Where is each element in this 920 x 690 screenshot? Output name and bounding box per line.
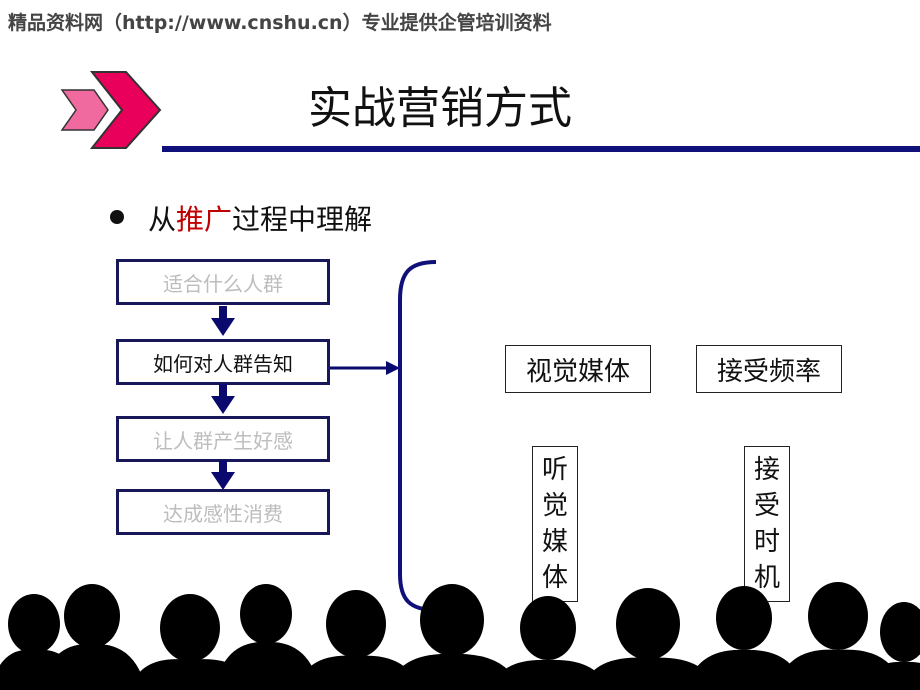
- audio-media-char: 媒: [541, 527, 568, 557]
- timing-char: 机: [753, 563, 780, 593]
- frequency-box: 接受频率: [696, 345, 842, 393]
- timing-char: 受: [753, 491, 780, 521]
- flow-step-label: 达成感性消费: [163, 501, 283, 526]
- visual-media-box: 视觉媒体: [505, 345, 651, 393]
- timing-char: 接: [753, 455, 780, 485]
- bracket-icon: [398, 260, 437, 612]
- timing-box: 接 受 时 机: [744, 446, 790, 602]
- flow-step-label: 如何对人群告知: [153, 351, 293, 376]
- frequency-label: 接受频率: [716, 356, 821, 387]
- audio-media-char: 觉: [541, 491, 568, 521]
- audience-silhouette-image: [0, 582, 920, 690]
- flow-step-label: 让人群产生好感: [153, 428, 293, 453]
- header-note: 精品资料网（http://www.cnshu.cn）专业提供企管培训资料: [8, 12, 552, 34]
- title-rule: [162, 146, 920, 152]
- chevron-arrow-icon: [60, 71, 162, 149]
- right-arrow-icon: [330, 361, 400, 375]
- bullet-text-before: 从: [148, 203, 177, 236]
- bullet-text-after: 过程中理解: [232, 203, 373, 236]
- down-arrow-icon: [211, 460, 235, 490]
- flow-step-label: 适合什么人群: [163, 271, 283, 296]
- audio-media-char: 体: [541, 563, 568, 593]
- bullet-text: 从推广过程中理解: [148, 198, 372, 238]
- slide-title: 实战营销方式: [308, 83, 572, 134]
- timing-char: 时: [753, 527, 780, 557]
- down-arrow-icon: [211, 384, 235, 414]
- bullet-dot-icon: [110, 210, 124, 224]
- flow-step-4: 达成感性消费: [116, 489, 330, 535]
- audio-media-box: 听 觉 媒 体: [532, 446, 578, 602]
- bullet-text-highlight: 推广: [176, 203, 233, 236]
- flow-step-1: 适合什么人群: [116, 259, 330, 305]
- visual-media-label: 视觉媒体: [525, 356, 630, 387]
- flow-step-3: 让人群产生好感: [116, 416, 330, 462]
- down-arrow-icon: [211, 306, 235, 336]
- flow-step-2: 如何对人群告知: [116, 339, 330, 385]
- audio-media-char: 听: [541, 455, 568, 485]
